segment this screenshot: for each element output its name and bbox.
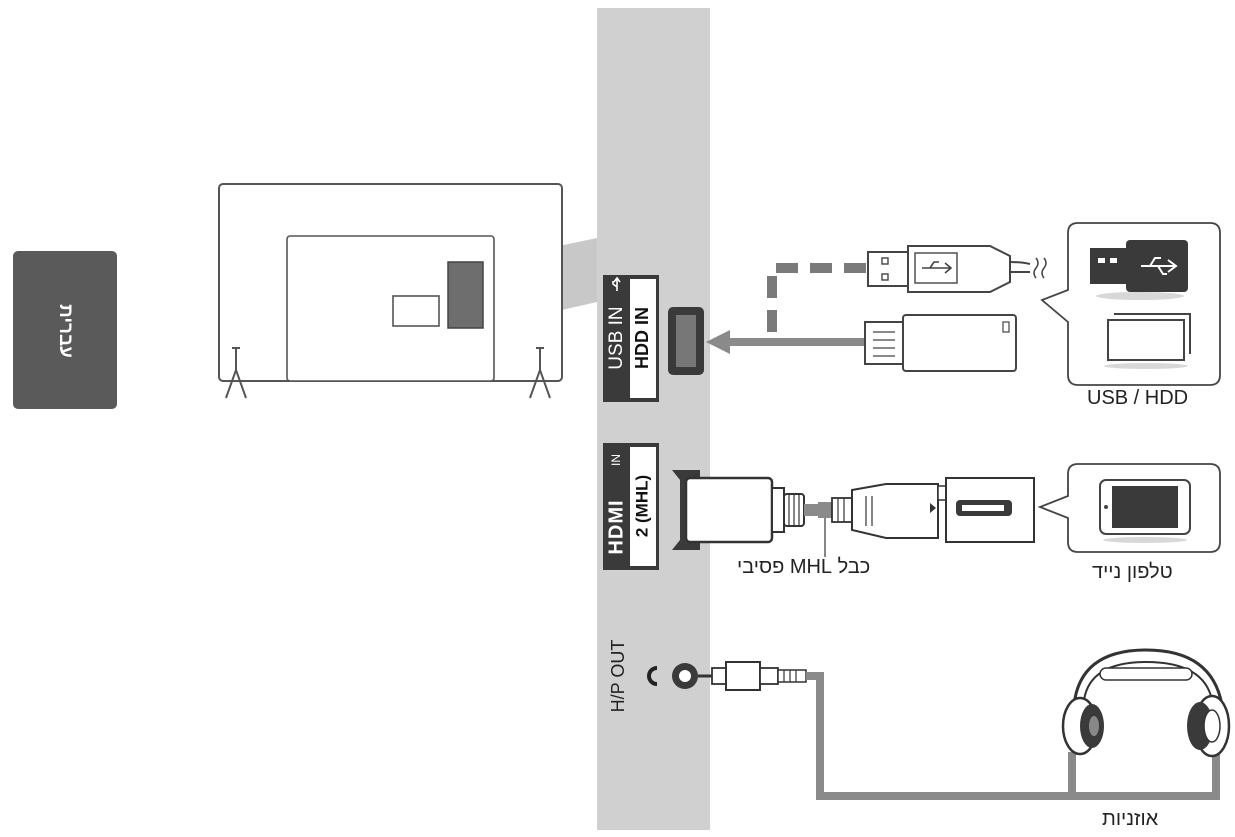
back-panel-strip xyxy=(597,8,710,830)
usb-hdd-callout xyxy=(1040,222,1221,386)
hdmi-in-label: IN xyxy=(609,454,623,466)
hp-out-label: H/P OUT xyxy=(608,640,628,713)
language-tab[interactable]: עברית xyxy=(13,251,117,409)
usb-hdd-label: USB / HDD xyxy=(1087,387,1189,409)
usb-arrow xyxy=(706,330,865,354)
mhl-cable xyxy=(804,477,1035,557)
hp-out-jack xyxy=(647,663,698,689)
hdmi-logo: HDMI xyxy=(605,499,627,554)
usb-in-label: USB IN xyxy=(606,306,627,369)
hdd-in-label: HDD IN xyxy=(632,307,652,369)
hdmi-port-label-block xyxy=(603,443,659,570)
headphone-plug-icon xyxy=(698,661,807,691)
mobile-callout xyxy=(1037,463,1221,553)
headphone-cable xyxy=(806,672,1220,800)
usb-port-label-block xyxy=(603,275,659,402)
headphones-label: אוזניות xyxy=(1102,808,1159,830)
mobile-phone-label: טלפון נייד xyxy=(1092,561,1173,583)
usb-port-socket xyxy=(668,307,704,375)
hdmi-mhl-label: 2 (MHL) xyxy=(632,475,651,537)
usb-stick-icon xyxy=(864,314,1017,372)
tv-port-box xyxy=(392,295,440,327)
usb-trident-icon xyxy=(612,276,621,291)
hdmi-plug-icon xyxy=(684,476,805,544)
passive-mhl-cable-label: כבל MHL פסיבי xyxy=(737,556,871,578)
tv-rear-icon xyxy=(218,183,563,399)
headphones-icon xyxy=(1061,648,1231,758)
usb-cable-connector xyxy=(867,245,1047,293)
usb-dashed-cable xyxy=(767,263,866,333)
tv-port-highlight xyxy=(447,261,484,329)
